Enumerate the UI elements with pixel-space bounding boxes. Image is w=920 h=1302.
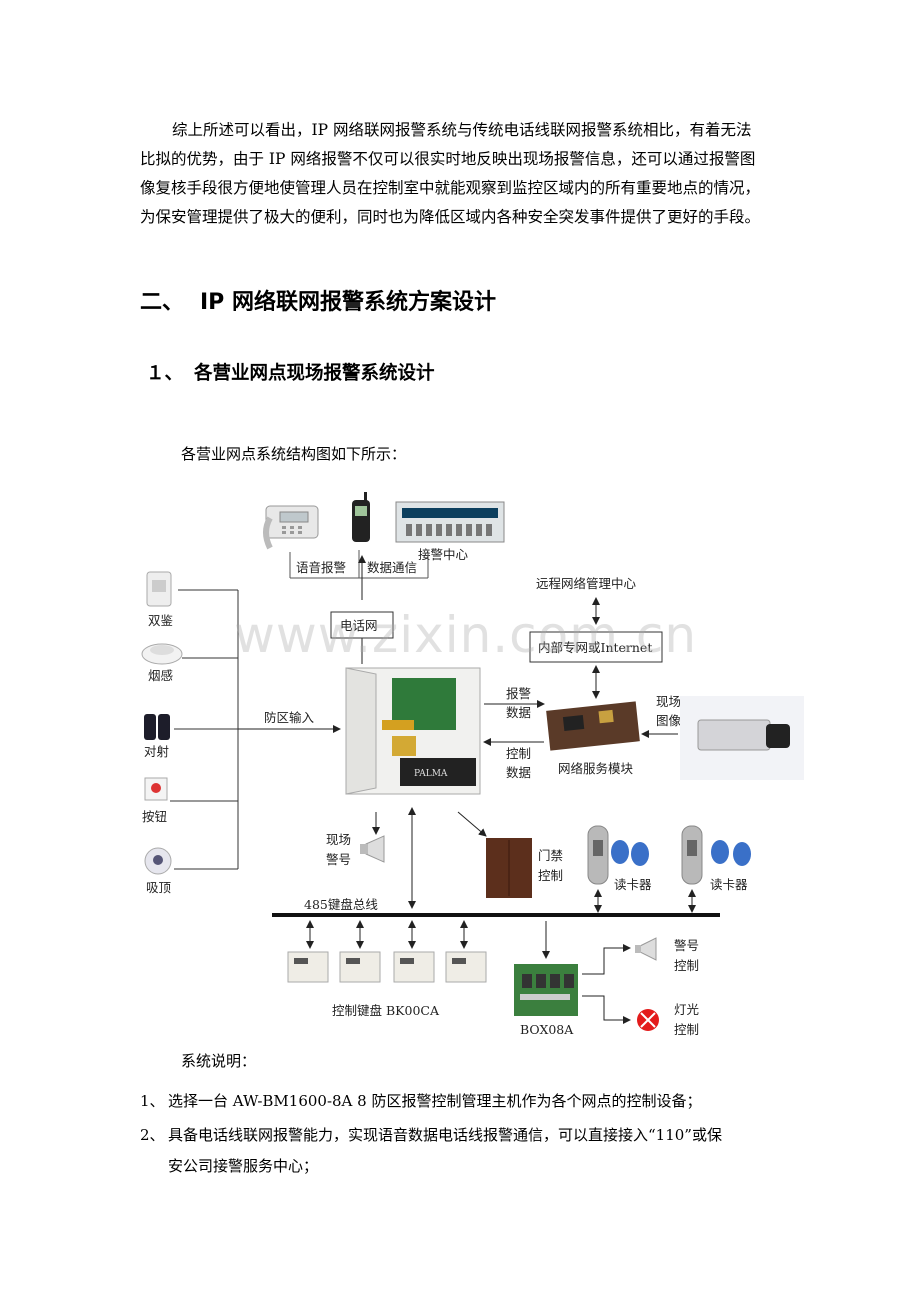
camera-icon [680, 696, 804, 780]
diagram-caption: 各营业网点系统结构图如下所示： [181, 445, 407, 463]
label-card-reader-1: 读卡器 [614, 877, 652, 892]
label-control-data-1: 控制 [506, 746, 531, 761]
section-title: IP 网络联网报警系统方案设计 [200, 290, 496, 315]
alarm-control-panel: PALMA [345, 667, 481, 795]
keypad-icon [339, 951, 381, 983]
label-keypad: 控制键盘 BK00CA [332, 1003, 440, 1018]
label-zone-input: 防区输入 [264, 710, 315, 725]
intro-line: 综上所述可以看出，IP 网络联网报警系统与传统电话线联网报警系统相比，有着无法 [172, 121, 752, 139]
list-item-number: 2、 [140, 1126, 165, 1144]
intro-line: 比拟的优势，由于 IP 网络报警不仅可以很实时地反映出现场报警信息，还可以通过报… [140, 150, 756, 168]
label-door-2: 控制 [538, 868, 563, 883]
list-item: 1、选择一台 AW-BM1600-8A 8 防区报警控制管理主机作为各个网点的控… [140, 1086, 800, 1117]
section-heading: 二、 IP 网络联网报警系统方案设计 [140, 284, 496, 316]
label-control-data-2: 数据 [506, 765, 531, 780]
label-alarm-data-1: 报警 [506, 686, 531, 701]
label-door-1: 门禁 [538, 848, 563, 863]
list-item: 2、具备电话线联网报警能力，实现语音数据电话线报警通信，可以直接接入“110”或… [140, 1120, 800, 1182]
light-icon [637, 1009, 659, 1031]
label-data-comm: 数据通信 [367, 560, 417, 575]
list-item-text: 具备电话线联网报警能力，实现语音数据电话线报警通信，可以直接接入“110”或保 [168, 1126, 722, 1144]
box08a-board-icon [514, 964, 578, 1016]
label-alarm-center: 接警中心 [418, 547, 469, 562]
intro-line: 为保安管理提供了极大的便利，同时也为降低区域内各种安全突发事件提供了更好的手段。 [140, 208, 761, 226]
label-scene-image-2: 图像 [656, 713, 682, 728]
label-intranet: 内部专网或Internet [538, 640, 652, 655]
keypad-icon [445, 951, 487, 983]
list-item-text: 选择一台 AW-BM1600-8A 8 防区报警控制管理主机作为各个网点的控制设… [168, 1092, 702, 1110]
dual-detector-icon [146, 571, 172, 607]
subsection-heading: １、各营业网点现场报警系统设计 [146, 359, 435, 385]
card-reader-icon [681, 825, 751, 885]
alarm-horn-icon [635, 937, 657, 961]
intranet-box [529, 631, 663, 663]
label-voice-alarm: 语音报警 [296, 560, 346, 575]
watermark: www.zixin.com.cn [234, 606, 698, 664]
mobile-phone-icon [352, 492, 370, 542]
door-icon [486, 838, 532, 898]
label-alarm-ctrl-1: 警号 [674, 938, 699, 953]
telephone-icon [263, 505, 319, 550]
label-phone-network: 电话网 [340, 618, 378, 633]
section-number: 二、 [140, 290, 185, 315]
label-beam: 对射 [144, 744, 169, 759]
list-item-continuation: 安公司接警服务中心； [168, 1157, 319, 1175]
panic-button-icon [144, 777, 168, 801]
label-network-module: 网络服务模块 [558, 761, 634, 776]
keypad-icon [393, 951, 435, 983]
label-siren-2: 警号 [326, 852, 351, 867]
keypad-icon [287, 951, 329, 983]
label-box08a: BOX08A [520, 1022, 574, 1037]
network-module-icon [546, 701, 640, 751]
intro-paragraph: 综上所述可以看出，IP 网络联网报警系统与传统电话线联网报警系统相比，有着无法 … [140, 116, 800, 232]
subsection-title: 各营业网点现场报警系统设计 [194, 363, 435, 384]
beam-detector-icon [144, 714, 170, 740]
label-button: 按钮 [142, 809, 167, 824]
label-dual-detector: 双鉴 [148, 613, 174, 628]
alarm-center-device [395, 501, 505, 543]
notes-title: 系统说明： [181, 1052, 257, 1070]
label-remote-center: 远程网络管理中心 [536, 576, 637, 591]
label-bus: 485键盘总线 [304, 897, 378, 912]
system-structure-diagram: 接警中心 语音报警 数据通信 电话网 远程网络管理中心 内部专网或Interne… [141, 492, 804, 1037]
label-alarm-ctrl-2: 控制 [674, 958, 699, 973]
label-light-ctrl-2: 控制 [674, 1022, 699, 1037]
smoke-detector-icon [141, 643, 183, 665]
label-scene-image-1: 现场 [656, 694, 681, 709]
label-smoke: 烟感 [148, 668, 173, 683]
ceiling-detector-icon [144, 847, 172, 875]
label-ceiling: 吸顶 [146, 880, 172, 895]
label-card-reader-2: 读卡器 [710, 877, 748, 892]
siren-icon [360, 835, 385, 863]
intro-line: 像复核手段很方便地使管理人员在控制室中就能观察到监控区域内的所有重要地点的情况， [140, 179, 761, 197]
label-siren-1: 现场 [326, 832, 351, 847]
panel-brand: PALMA [414, 769, 448, 779]
label-alarm-data-2: 数据 [506, 705, 531, 720]
list-item-number: 1、 [140, 1092, 165, 1110]
card-reader-icon [587, 825, 649, 885]
label-light-ctrl-1: 灯光 [674, 1002, 699, 1017]
subsection-number: １、 [146, 363, 184, 384]
phone-network-box [330, 611, 394, 639]
